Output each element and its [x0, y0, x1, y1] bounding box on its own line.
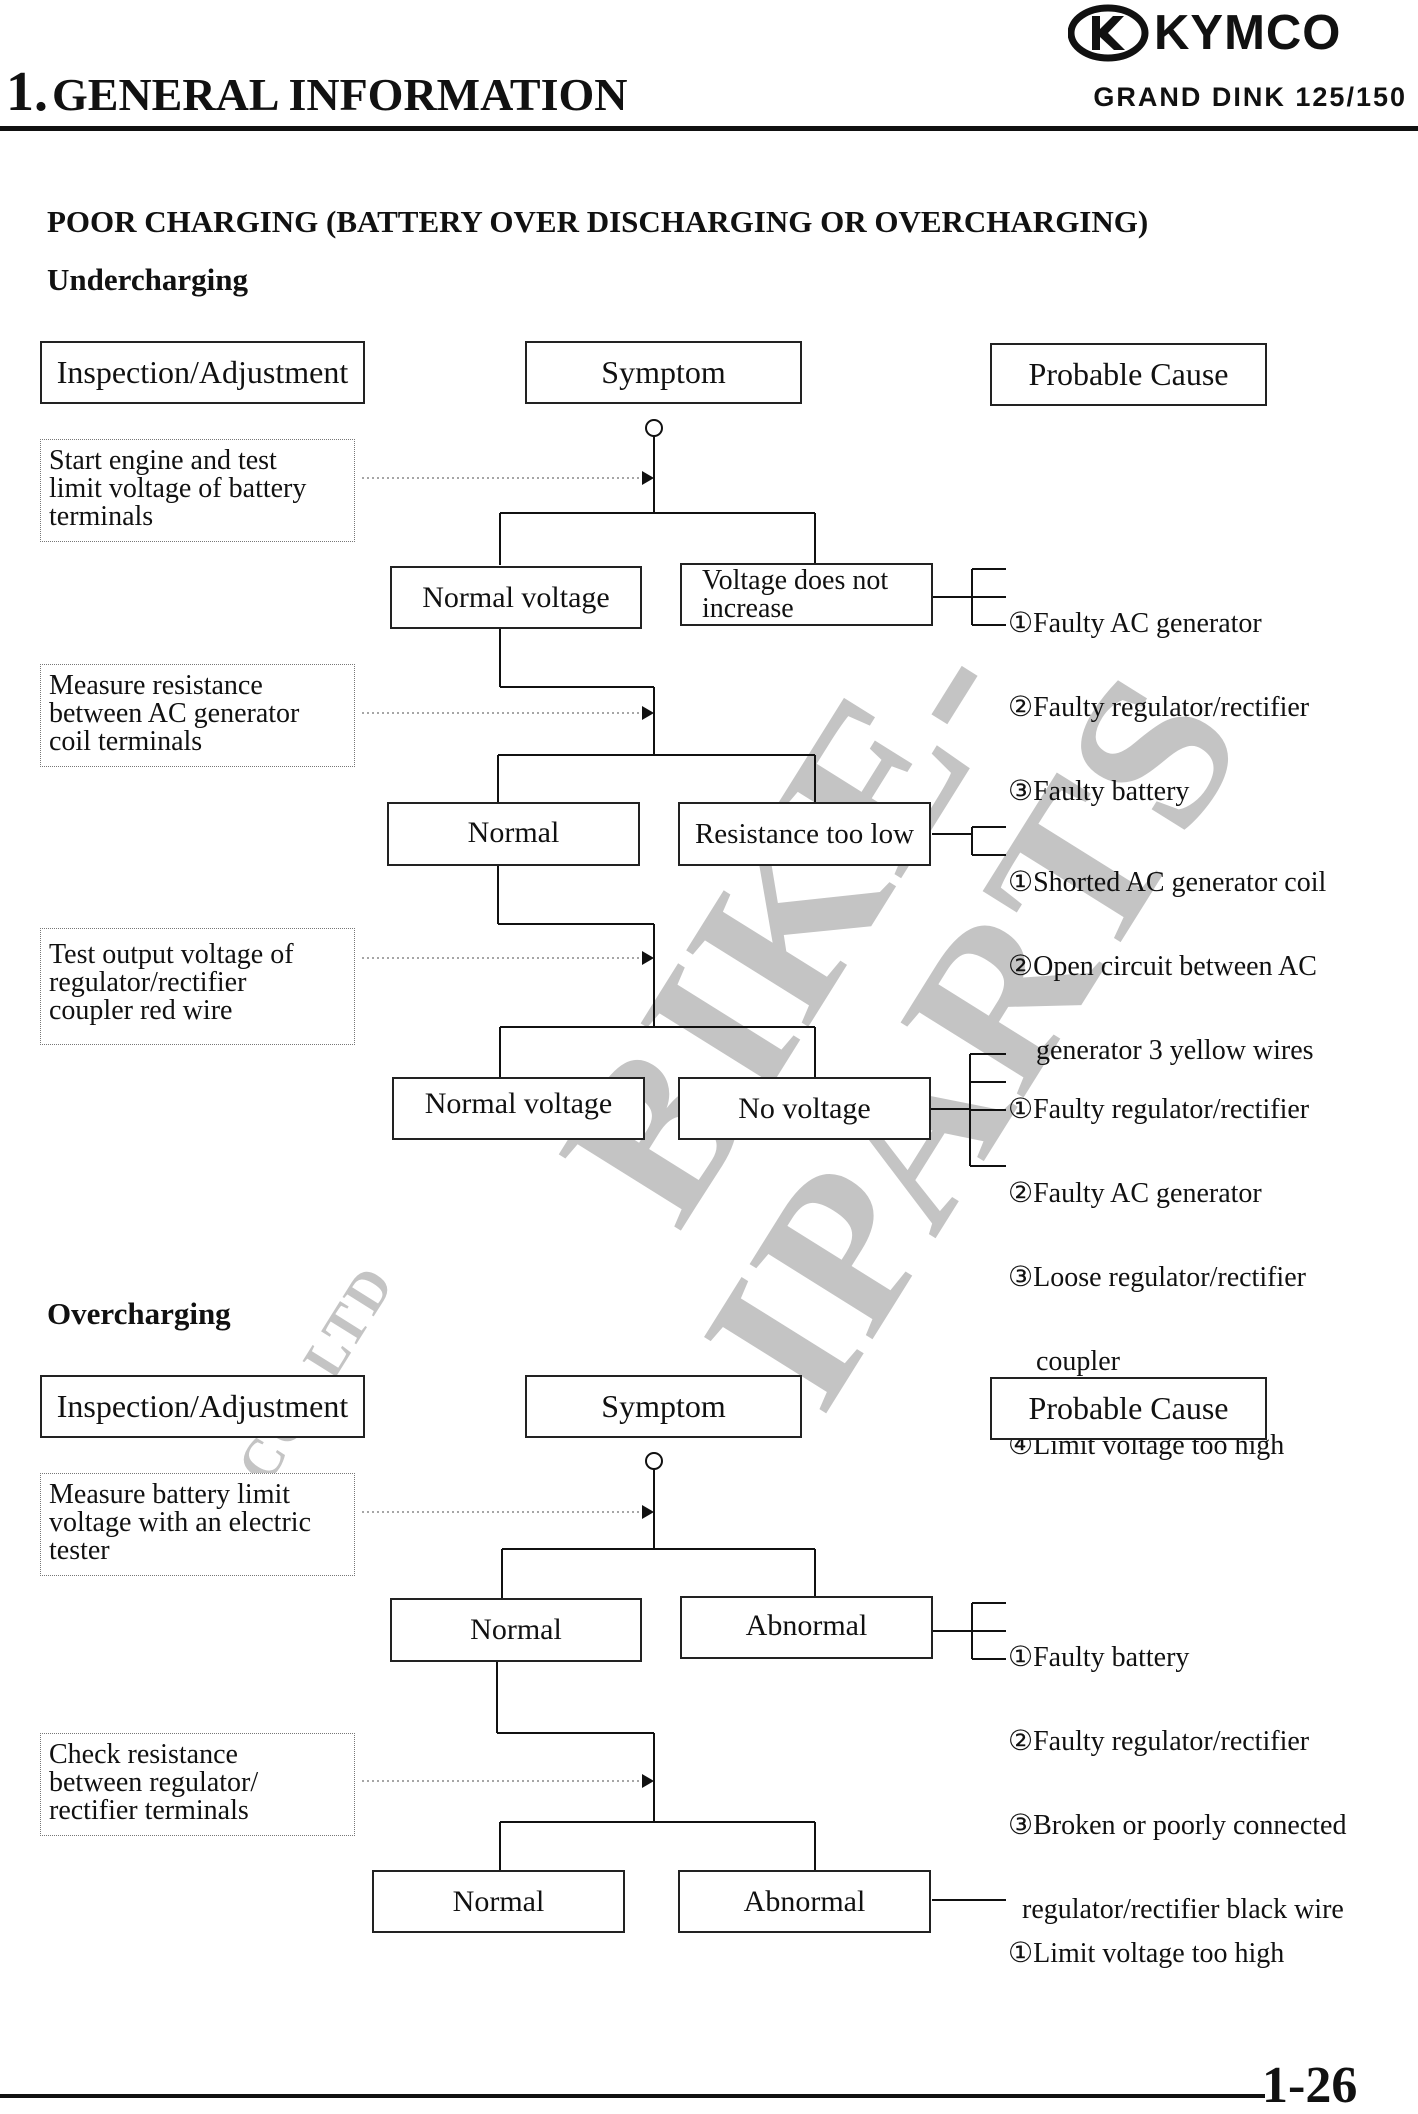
result-abnormal-box: Abnormal	[678, 1870, 931, 1933]
result-normal-box: Normal voltage	[392, 1077, 645, 1140]
overcharging-title: Overcharging	[47, 1296, 231, 1331]
main-title: POOR CHARGING (BATTERY OVER DISCHARGING …	[47, 204, 1149, 239]
result-abnormal-box: Resistance too low	[678, 802, 931, 866]
kymco-logo-icon	[1067, 4, 1149, 62]
result-normal-box: Normal	[372, 1870, 625, 1933]
inspection-step: Start engine and test limit voltage of b…	[40, 439, 355, 542]
header-rule	[0, 126, 1418, 131]
cause-list: ①Shorted AC generator coil ②Open circuit…	[1008, 867, 1327, 1066]
chapter-title: 1. GENERAL INFORMATION	[6, 62, 627, 136]
cause-list: ①Faulty battery ②Faulty regulator/rectif…	[1008, 1642, 1347, 1925]
cause-list: ①Limit voltage too high	[1008, 1938, 1285, 1969]
result-abnormal-box: Voltage does not increase	[680, 563, 933, 626]
header-inspection: Inspection/Adjustment	[40, 1375, 365, 1438]
header-inspection: Inspection/Adjustment	[40, 341, 365, 404]
kymco-logo: KYMCO	[1067, 4, 1413, 62]
inspection-step: Check resistance between regulator/ rect…	[40, 1733, 355, 1836]
header-symptom: Symptom	[525, 341, 802, 404]
result-abnormal-box: No voltage	[678, 1077, 931, 1140]
inspection-step: Measure battery limit voltage with an el…	[40, 1473, 355, 1576]
result-normal-box: Normal	[390, 1598, 642, 1662]
result-normal-box: Normal	[387, 802, 640, 866]
model-name: GRAND DINK 125/150	[1093, 82, 1407, 112]
inspection-step: Test output voltage of regulator/rectifi…	[40, 928, 355, 1045]
page-number: 1-26	[1262, 2057, 1358, 2114]
header-probable-cause: Probable Cause	[990, 343, 1267, 406]
footer-rule	[0, 2094, 1265, 2098]
chapter-name: GENERAL INFORMATION	[52, 69, 628, 120]
result-normal-box: Normal voltage	[390, 566, 642, 629]
chapter-number: 1.	[6, 61, 48, 123]
brand-name: KYMCO	[1154, 6, 1342, 60]
header-symptom: Symptom	[525, 1375, 802, 1438]
result-abnormal-box: Abnormal	[680, 1596, 933, 1659]
header-probable-cause: Probable Cause	[990, 1377, 1267, 1440]
undercharging-title: Undercharging	[47, 262, 248, 297]
inspection-step: Measure resistance between AC generator …	[40, 664, 355, 767]
cause-list: ①Faulty regulator/rectifier ②Faulty AC g…	[1008, 1094, 1310, 1461]
cause-list: ①Faulty AC generator ②Faulty regulator/r…	[1008, 608, 1310, 807]
